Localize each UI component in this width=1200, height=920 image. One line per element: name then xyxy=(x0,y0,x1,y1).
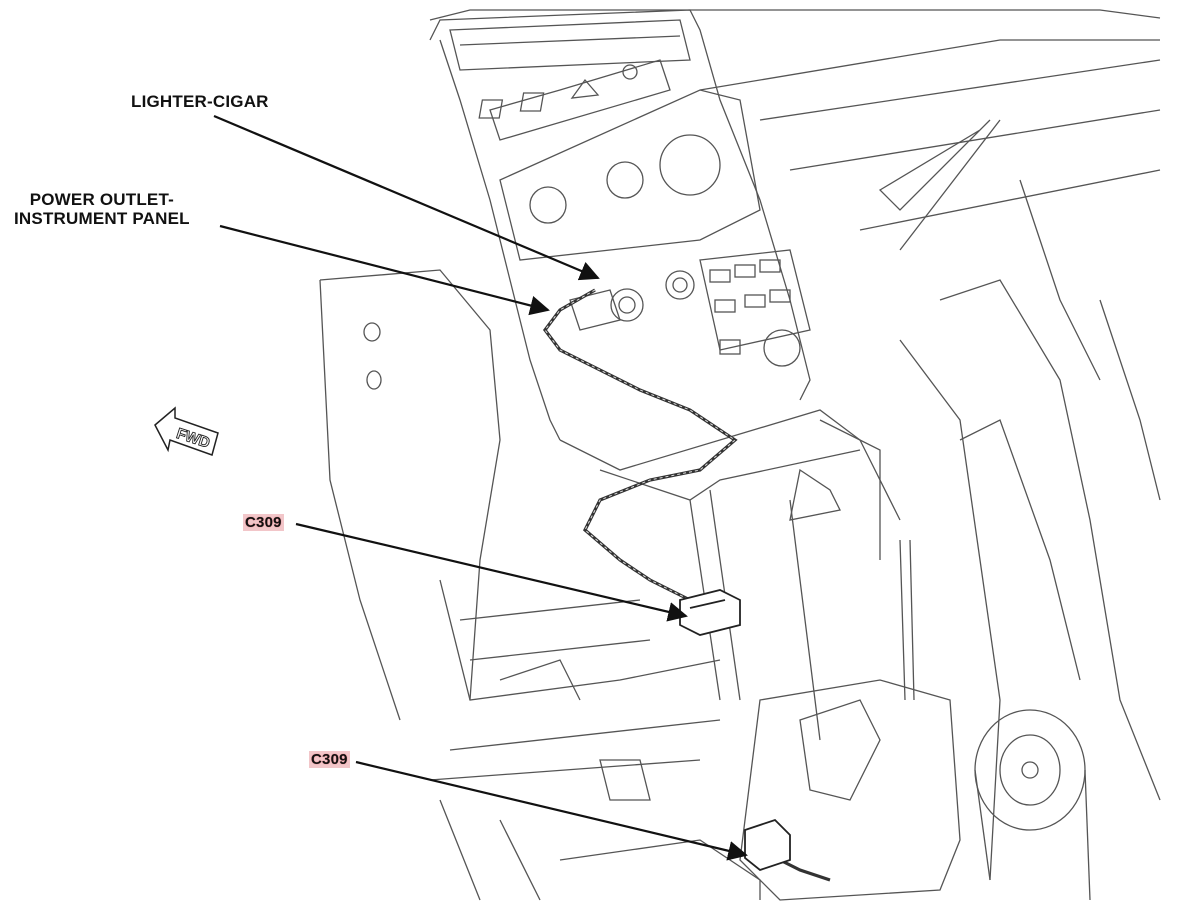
dashboard-outline xyxy=(319,9,1161,901)
leader-lines xyxy=(213,114,748,861)
c309-connector-upper-part xyxy=(679,589,741,636)
leader-lighter xyxy=(213,114,600,281)
power-outlet-label-line2: INSTRUMENT PANEL xyxy=(14,209,190,228)
c309-connector-lower-part xyxy=(744,818,791,872)
leader-c309-upper xyxy=(295,522,688,622)
c309-upper-label: C309 xyxy=(241,513,286,532)
c309-lower-label: C309 xyxy=(307,750,352,769)
forward-arrow-icon: FWD xyxy=(154,406,219,456)
leader-c309-lower xyxy=(355,760,748,861)
c309-lower-text: C309 xyxy=(309,751,350,768)
wiring-harness xyxy=(543,288,831,882)
c309-upper-text: C309 xyxy=(243,514,284,531)
lighter-cigar-label: LIGHTER-CIGAR xyxy=(131,92,269,111)
power-outlet-label: POWER OUTLET- INSTRUMENT PANEL xyxy=(14,190,190,228)
power-outlet-label-line1: POWER OUTLET- xyxy=(29,190,174,209)
leader-power-outlet xyxy=(219,224,550,316)
